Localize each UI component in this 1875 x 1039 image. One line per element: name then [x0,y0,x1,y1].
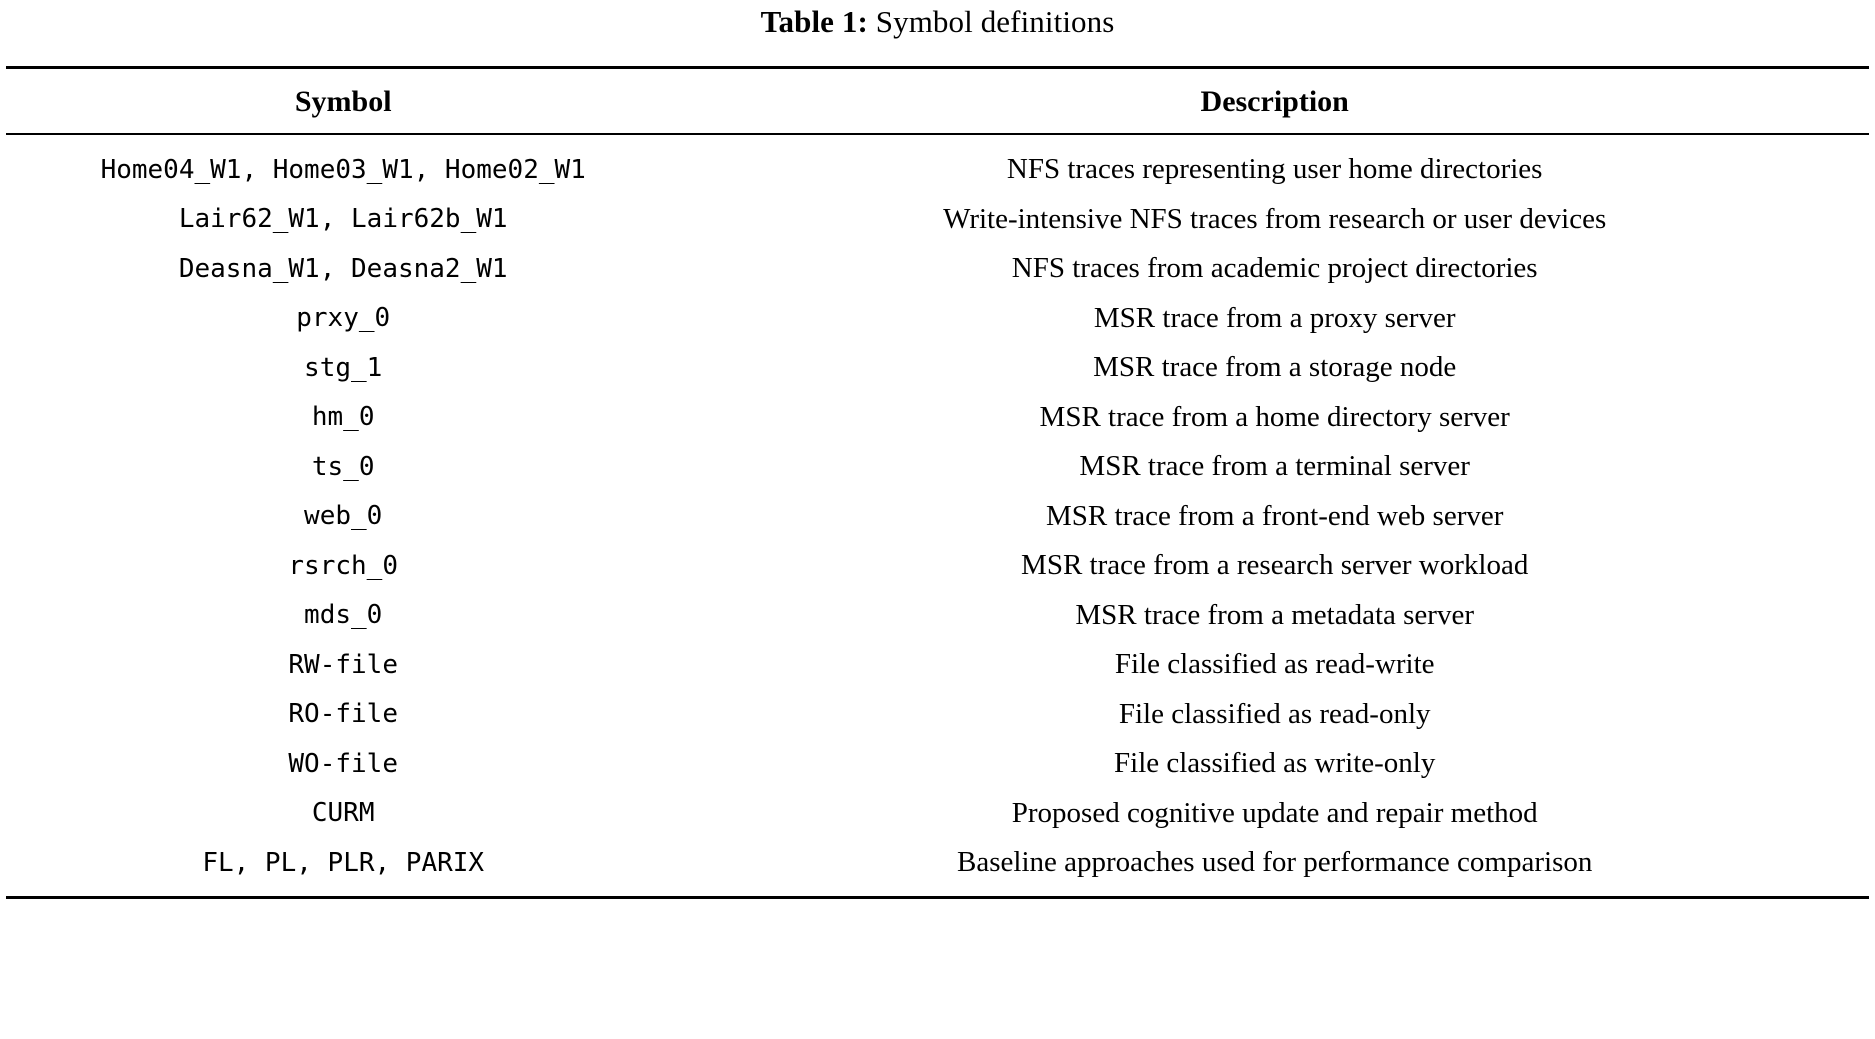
table-row: web_0 MSR trace from a front-end web serv… [6,492,1869,542]
cell-symbol: Home04_W1, Home03_W1, Home02_W1 [100,154,586,185]
cell-symbol: WO-file [288,748,398,779]
table-row: Lair62_W1, Lair62b_W1 Write-intensive NFS… [6,195,1869,245]
column-header-description: Description [1200,85,1349,118]
cell-symbol: RO-file [288,699,398,730]
cell-description: MSR trace from a research server workloa… [1021,549,1529,582]
cell-description: MSR trace from a metadata server [1075,598,1474,631]
table-header: Symbol Description [6,67,1869,135]
cell-description: NFS traces representing user home direct… [1006,153,1543,186]
table-row: rsrch_0 MSR trace from a research server … [6,541,1869,591]
table-row: RW-file File classified as read-write [6,640,1869,690]
header-row: Symbol Description [6,67,1869,135]
column-header-symbol: Symbol [294,85,392,118]
caption-label: Table 1: [760,4,868,39]
table-row: RO-file File classified as read-only [6,690,1869,740]
bottom-rule-cell-left [6,897,680,901]
cell-symbol: hm_0 [311,402,375,433]
cell-description: MSR trace from a storage node [1093,351,1457,384]
table-footer [6,897,1869,901]
cell-symbol: mds_0 [304,600,383,631]
table-row: FL, PL, PLR, PARIX Baseline approaches us… [6,838,1869,897]
bottom-rule-cell-right [680,897,1869,901]
cell-description: MSR trace from a proxy server [1093,301,1456,334]
table-row: prxy_0 MSR trace from a proxy server [6,294,1869,344]
cell-symbol: stg_1 [304,352,383,383]
table-row: stg_1 MSR trace from a storage node [6,343,1869,393]
table-row: mds_0 MSR trace from a metadata server [6,591,1869,641]
cell-symbol: Deasna_W1, Deasna2_W1 [178,253,508,284]
cell-description: File classified as read-only [1118,697,1431,730]
cell-description: Baseline approaches used for performance… [957,846,1593,879]
cell-description: Write-intensive NFS traces from research… [943,202,1607,235]
cell-symbol: RW-file [288,649,398,680]
caption-text: Symbol definitions [875,4,1115,39]
table-row: Home04_W1, Home03_W1, Home02_W1 NFS trace… [6,134,1869,195]
table-row: Deasna_W1, Deasna2_W1 NFS traces from aca… [6,244,1869,294]
cell-symbol: ts_0 [311,451,375,482]
cell-symbol: Lair62_W1, Lair62b_W1 [178,204,508,235]
cell-description: File classified as write-only [1114,747,1436,780]
cell-description: MSR trace from a terminal server [1079,450,1470,483]
bottom-rule [6,897,1869,901]
table: Symbol Description Home04_W1, Home03_W1,… [6,66,1869,901]
cell-description: MSR trace from a front-end web server [1046,499,1504,532]
cell-description: File classified as read-write [1114,648,1435,681]
cell-description: Proposed cognitive update and repair met… [1011,796,1538,829]
symbol-definitions-table: Symbol Description Home04_W1, Home03_W1,… [6,66,1869,901]
table-caption: Table 1: Symbol definitions [0,2,1875,42]
cell-symbol: prxy_0 [296,303,391,334]
table-row: CURM Proposed cognitive update and repair… [6,789,1869,839]
cell-description: NFS traces from academic project directo… [1011,252,1538,285]
table-row: ts_0 MSR trace from a terminal server [6,442,1869,492]
table-row: WO-file File classified as write-only [6,739,1869,789]
cell-symbol: web_0 [304,501,383,532]
cell-symbol: CURM [311,798,375,829]
table-row: hm_0 MSR trace from a home directory serv… [6,393,1869,443]
cell-symbol: rsrch_0 [288,550,398,581]
cell-symbol: FL, PL, PLR, PARIX [202,847,485,878]
cell-description: MSR trace from a home directory server [1039,400,1510,433]
